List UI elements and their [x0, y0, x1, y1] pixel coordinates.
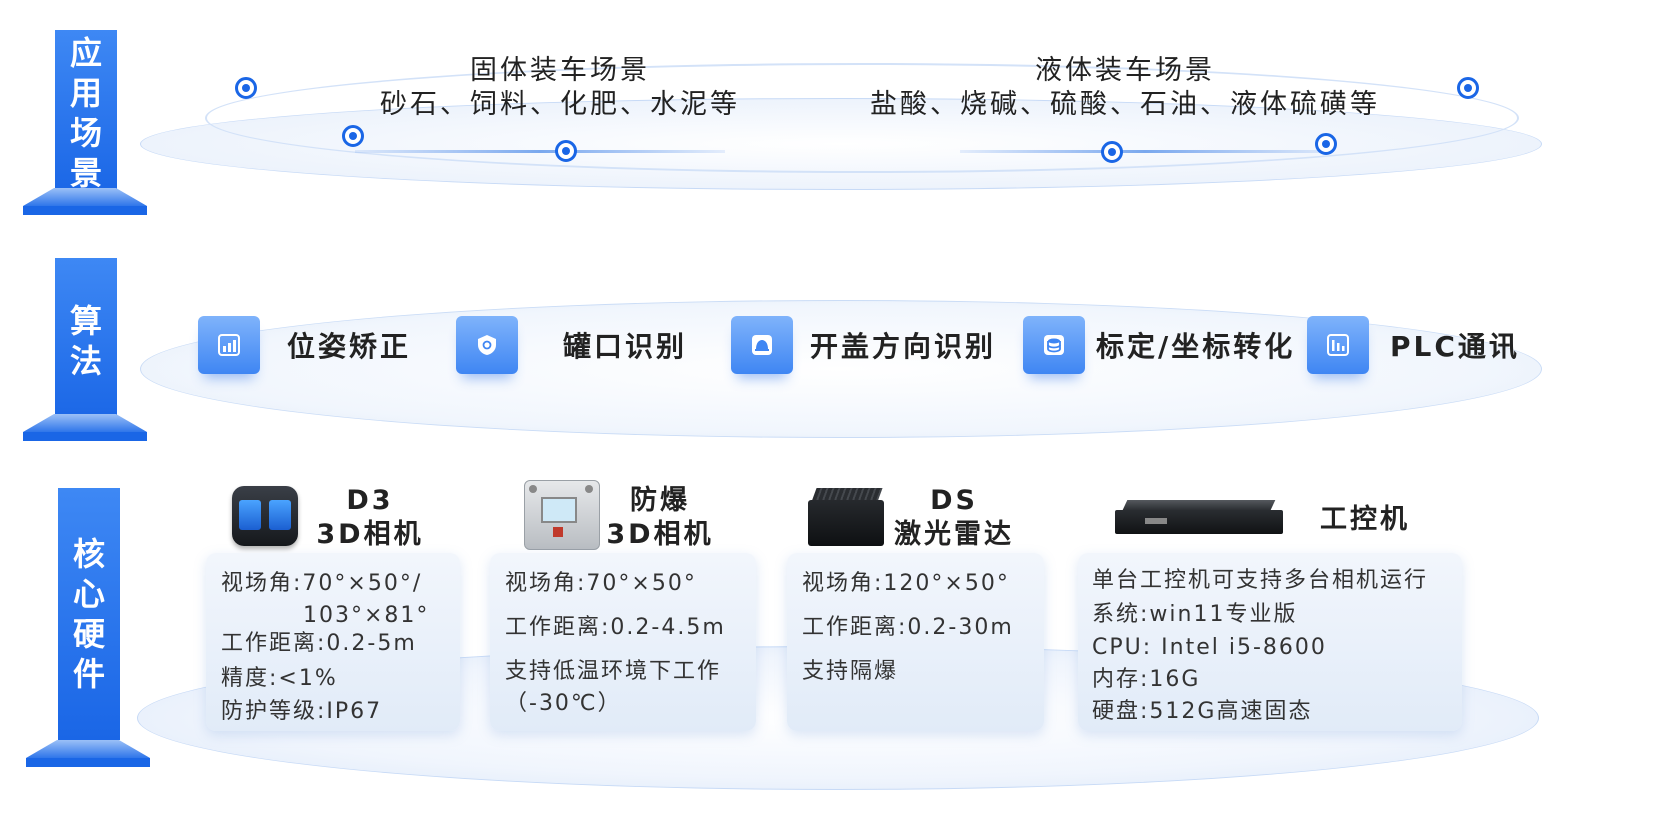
hardware-title: DS 激光雷达 [894, 485, 1014, 550]
spec-line: CPU: Intel i5-8600 [1092, 635, 1327, 660]
hardware-title: D3 3D相机 [316, 485, 424, 550]
chart-icon [218, 334, 240, 356]
hardware-card [206, 553, 460, 731]
orbit-node [1457, 77, 1479, 99]
orbit-node [342, 125, 364, 147]
algo-label: 位姿矫正 [287, 330, 412, 363]
bar-chart-icon [1327, 334, 1349, 356]
spec-line: 视场角:70°×50°/ [221, 571, 423, 596]
spec-line: 工作距离:0.2-5m [221, 631, 417, 656]
section-label-char: 场 [69, 114, 102, 152]
spec-line: 工作距离:0.2-30m [802, 615, 1014, 640]
shield-icon [478, 335, 496, 355]
scene-liquid: 液体装车场景 盐酸、烧碱、硫酸、石油、液体硫磺等 [850, 54, 1400, 122]
section-label-char: 景 [69, 154, 102, 192]
d3-camera-image [232, 486, 298, 546]
algo-label: 罐口识别 [563, 330, 688, 363]
scene-title: 固体装车场景 [470, 55, 650, 86]
scene-solid: 固体装车场景 砂石、饲料、化肥、水泥等 [360, 54, 760, 122]
spec-line: 支持隔爆 [802, 659, 899, 684]
spec-line: 103°×81° [303, 603, 430, 628]
spec-line: 工作距离:0.2-4.5m [505, 615, 726, 640]
spec-line: 视场角:70°×50° [505, 571, 697, 596]
scene-desc: 盐酸、烧碱、硫酸、石油、液体硫磺等 [870, 89, 1380, 120]
spec-line: 系统:win11专业版 [1092, 602, 1298, 627]
section-label-char: 法 [69, 342, 102, 380]
orbit-node [1315, 133, 1337, 155]
section-label-char: 应 [69, 34, 102, 72]
hardware-title: 防爆 3D相机 [606, 485, 714, 550]
algo-chip-tank [456, 316, 518, 374]
hardware-card [490, 553, 756, 731]
hardware-title: 工控机 [1320, 504, 1410, 535]
industrial-pc-image [1115, 500, 1283, 536]
orbit-node [235, 77, 257, 99]
section-label-char: 核 [72, 535, 105, 573]
spec-line: 精度:<1% [221, 666, 338, 691]
algo-chip-pose [198, 316, 260, 374]
spec-line: 硬盘:512G高速固态 [1092, 699, 1313, 724]
orbit-node [555, 140, 577, 162]
algo-chip-plc [1307, 316, 1369, 374]
spec-line: 视场角:120°×50° [802, 571, 1010, 596]
orbit-ring [205, 63, 1519, 173]
algo-label: 开盖方向识别 [810, 330, 997, 363]
explosion-proof-camera-image [524, 480, 600, 550]
algo-label: PLC通讯 [1390, 330, 1520, 363]
spec-line: 单台工控机可支持多台相机运行 [1092, 568, 1429, 593]
section-label-char: 算 [69, 302, 102, 340]
orbit-line [355, 150, 725, 153]
algo-label: 标定/坐标转化 [1096, 330, 1296, 363]
section-label-char: 心 [72, 575, 105, 613]
lidar-image [808, 488, 884, 546]
spec-line: 支持低温环境下工作 [505, 659, 722, 684]
section-label-char: 用 [69, 74, 102, 112]
spec-line: 内存:16G [1092, 667, 1201, 692]
algo-chip-calib [1023, 316, 1085, 374]
orbit-line [960, 150, 1330, 153]
section-label-char: 硬 [72, 615, 105, 653]
section-label-char: 件 [72, 655, 105, 693]
scene-title: 液体装车场景 [1035, 55, 1215, 86]
database-icon [1044, 335, 1064, 355]
scene-desc: 砂石、饲料、化肥、水泥等 [380, 89, 740, 120]
spec-line: 防护等级:IP67 [221, 699, 383, 724]
hardware-card [787, 553, 1044, 731]
spec-line: （-30℃） [505, 691, 622, 716]
orbit-node [1101, 141, 1123, 163]
hardware-card [1078, 553, 1462, 731]
helmet-icon [752, 335, 772, 355]
algo-chip-lid [731, 316, 793, 374]
